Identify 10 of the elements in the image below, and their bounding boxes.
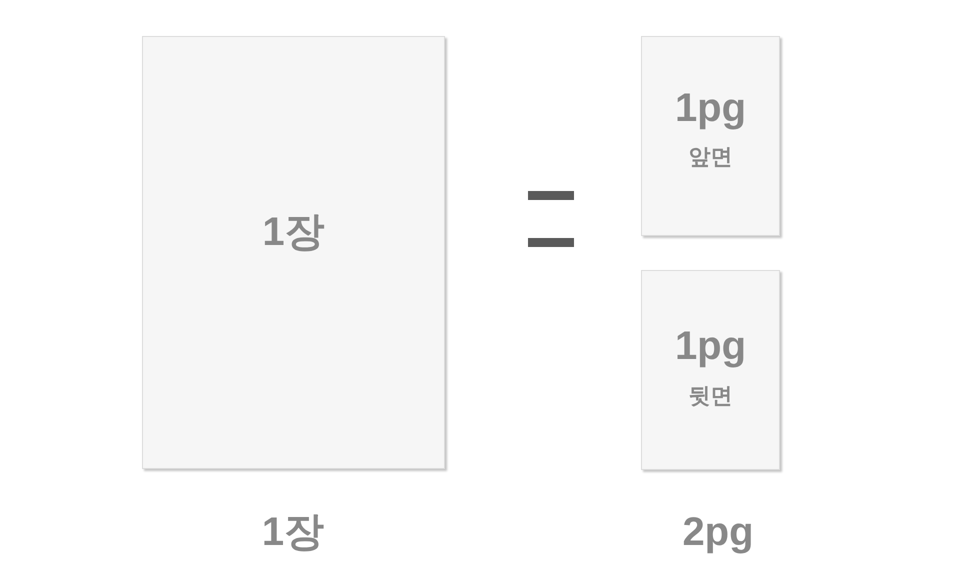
page-box [142,36,445,469]
page-title: 1pg [674,88,746,128]
caption: 1장 [262,512,324,552]
side-label: 뒷면 [688,385,732,407]
caption: 2pg [682,512,754,552]
page-title: 1pg [674,326,746,366]
side-label: 앞면 [688,146,732,168]
page-title: 1장 [262,212,325,252]
page-box [641,36,780,236]
page-box [641,270,780,470]
